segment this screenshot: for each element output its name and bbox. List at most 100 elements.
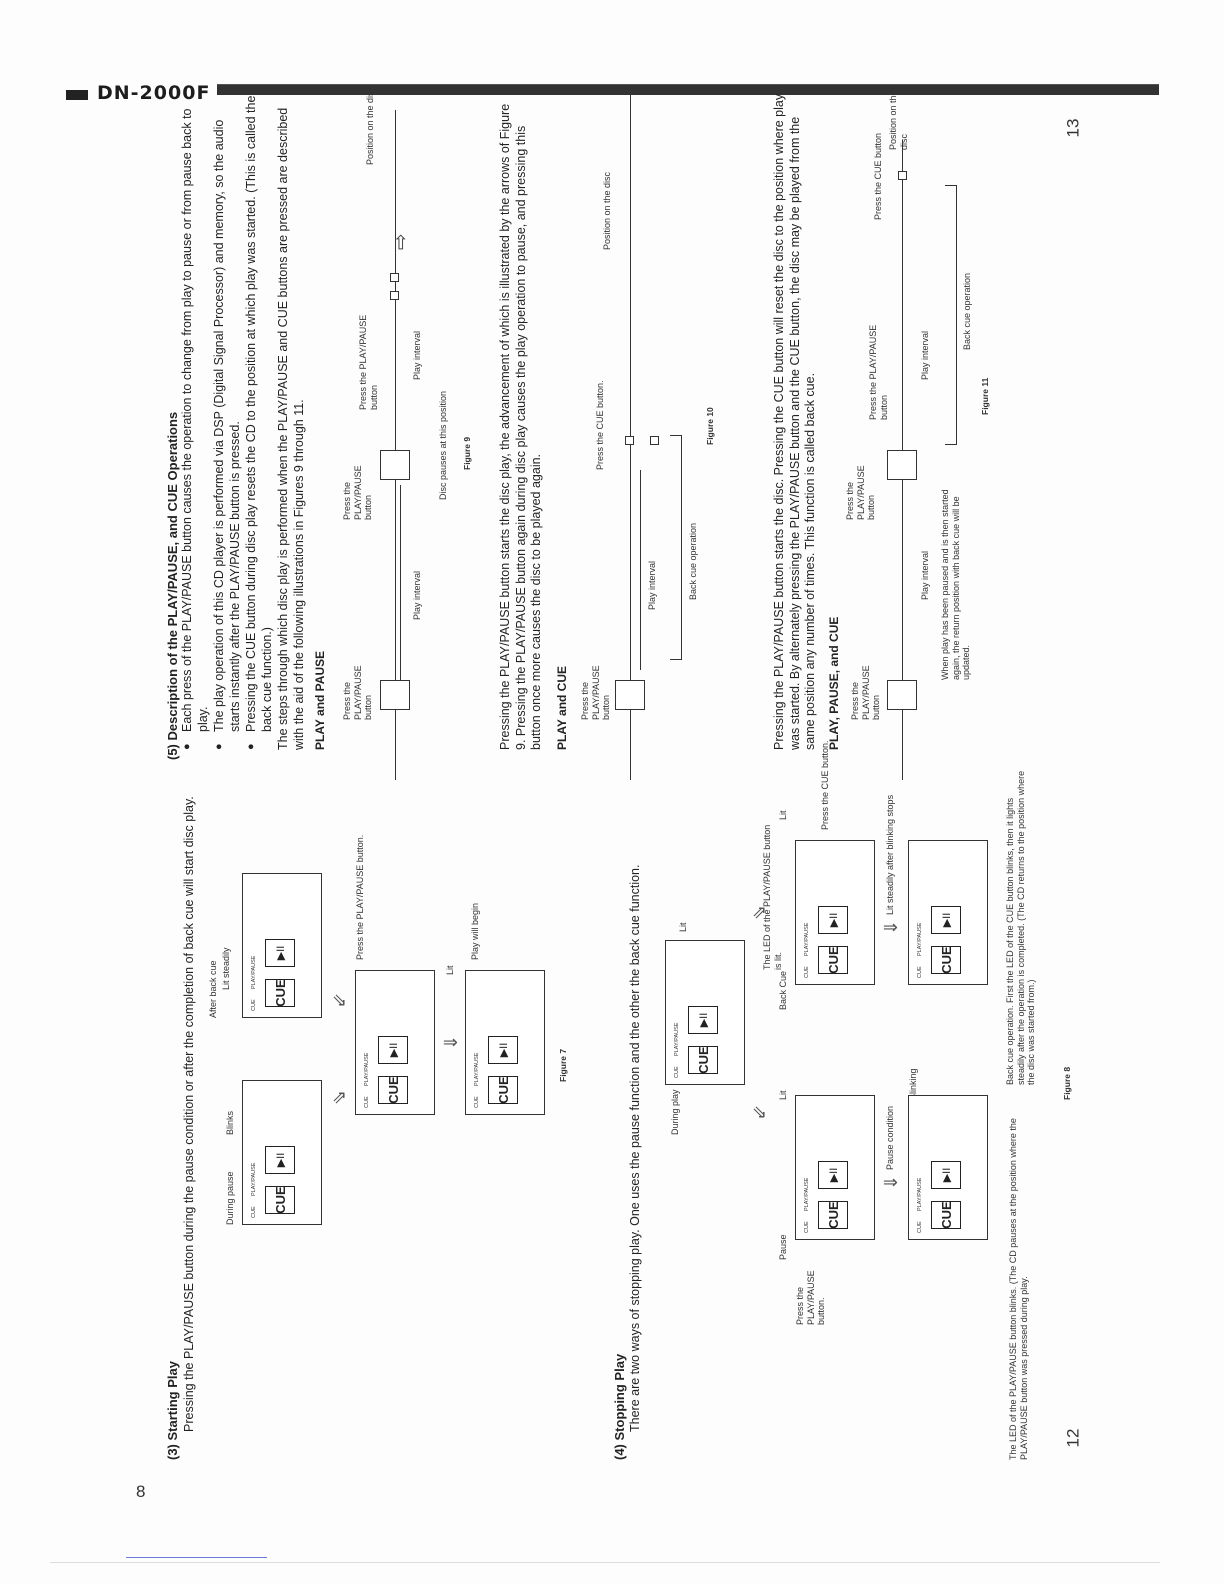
fig8-panel-pause: CUE PLAY/PAUSE CUE ▶II	[795, 1095, 875, 1240]
fig7-during-pause: During pause	[225, 1171, 235, 1225]
fig8-lit-left: Lit	[778, 1090, 788, 1100]
play-pause-button[interactable]: ▶II	[818, 906, 848, 934]
fig9-play-interval-1: Play interval	[412, 570, 422, 620]
play-pause-led-label: PLAY/PAUSE	[674, 1022, 680, 1056]
fig10-cue-marker	[650, 436, 659, 445]
fig8-panel-playing: CUE PLAY/PAUSE CUE ▶II	[665, 940, 745, 1085]
figure-8-caption: Figure 8	[1062, 1066, 1072, 1100]
fig9-play-interval-2: Play interval	[412, 330, 422, 380]
play-pause-led-label: PLAY/PAUSE	[917, 922, 923, 956]
fig11-press-2: Press the PLAY/PAUSE button	[845, 465, 876, 520]
cue-button[interactable]: CUE	[688, 1046, 718, 1074]
bullet-icon: ●	[213, 743, 225, 750]
cue-button[interactable]: CUE	[931, 1201, 961, 1229]
fig8-note-left: The LED of the PLAY/PAUSE button blinks.…	[1008, 1118, 1029, 1460]
section-3-text: Pressing the PLAY/PAUSE button during th…	[182, 796, 196, 1432]
play-pause-button[interactable]: ▶II	[931, 1161, 961, 1189]
fig11-back-cue: Back cue operation	[962, 272, 972, 350]
fig8-back-cue-label: Back Cue	[778, 970, 788, 1010]
play-pause-button[interactable]: ▶II	[265, 1146, 295, 1174]
fig11-heading: PLAY, PAUSE, and CUE	[827, 616, 841, 750]
play-pause-led-label: PLAY/PAUSE	[917, 1177, 923, 1211]
fig7-panel-after-cue: CUE PLAY/PAUSE CUE ▶II	[242, 873, 322, 1018]
fig10-back-cue: Back cue operation	[688, 522, 698, 600]
fig9-explanation: Pressing the PLAY/PAUSE button starts th…	[498, 103, 543, 750]
fig10-interval	[640, 470, 641, 670]
fig10-position: Position on the disc	[602, 171, 612, 250]
cue-button[interactable]: CUE	[931, 946, 961, 974]
fig9-press-3: Press the PLAY/PAUSE button	[358, 314, 379, 410]
fig9-start-box	[380, 680, 410, 710]
footer-link-line	[126, 1557, 267, 1558]
cue-button[interactable]: CUE	[378, 1076, 408, 1104]
cue-led-label: CUE	[804, 966, 810, 978]
fig7-after-back-cue: After back cue	[208, 960, 218, 1018]
fig10-press-pp: Press the PLAY/PAUSE button	[580, 665, 611, 720]
fig8-during-play: During play	[670, 1089, 680, 1135]
fig11-note: When play has been paused and is then st…	[940, 489, 971, 680]
cue-led-label: CUE	[251, 1206, 257, 1218]
play-pause-button[interactable]: ▶II	[488, 1036, 518, 1064]
fig11-cue-marker	[898, 171, 907, 180]
play-pause-led-label: PLAY/PAUSE	[251, 955, 257, 989]
fig8-lit: Lit	[678, 922, 688, 932]
fig9-press-2: Press the PLAY/PAUSE button	[342, 465, 373, 520]
fig9-position: Position on the disc	[365, 86, 375, 165]
cue-button[interactable]: CUE	[265, 979, 295, 1007]
play-pause-button[interactable]: ▶II	[378, 1036, 408, 1064]
figure-9-caption: Figure 9	[462, 436, 472, 470]
fig8-lit-after: Lit steadily after blinking stops	[885, 794, 895, 915]
fig10-timeline	[630, 90, 632, 780]
header-rule	[217, 84, 1159, 95]
header-marker	[66, 90, 88, 100]
play-pause-button[interactable]: ▶II	[931, 906, 961, 934]
cue-button[interactable]: CUE	[818, 1201, 848, 1229]
section-4-text: There are two ways of stopping play. One…	[628, 864, 642, 1432]
arrow-icon: ⇘	[329, 1089, 349, 1105]
fig9-press-1: Press the PLAY/PAUSE button	[342, 665, 373, 720]
fig7-panel-pause: CUE PLAY/PAUSE CUE ▶II	[242, 1080, 322, 1225]
arrow-icon: ⇓	[441, 1034, 461, 1050]
play-pause-button[interactable]: ▶II	[688, 1006, 718, 1034]
cue-button[interactable]: CUE	[488, 1076, 518, 1104]
rotated-content: (3) Starting Play Pressing the PLAY/PAUS…	[150, 80, 1190, 1480]
fig10-back-cue-path	[670, 435, 682, 660]
fig11-back-cue-path	[945, 185, 957, 445]
cue-led-label: CUE	[251, 999, 257, 1011]
play-pause-led-label: PLAY/PAUSE	[251, 1162, 257, 1196]
corner-page-number: 8	[136, 1482, 146, 1501]
section-5-steps: The steps through which disc play is per…	[276, 107, 306, 750]
play-pause-led-label: PLAY/PAUSE	[804, 1177, 810, 1211]
fig8-panel-back-cue: CUE PLAY/PAUSE CUE ▶II	[795, 840, 875, 985]
section-3-title: (3) Starting Play	[165, 1361, 180, 1460]
cue-button[interactable]: CUE	[818, 946, 848, 974]
right-arrow-icon: ⇨	[390, 233, 412, 250]
play-pause-button[interactable]: ▶II	[818, 1161, 848, 1189]
cue-led-label: CUE	[674, 1066, 680, 1078]
cue-led-label: CUE	[804, 1221, 810, 1233]
play-pause-led-label: PLAY/PAUSE	[804, 922, 810, 956]
play-pause-button[interactable]: ▶II	[265, 939, 295, 967]
fig7-panel-play: CUE PLAY/PAUSE CUE ▶II	[465, 970, 545, 1115]
fig11-press-cue: Press the CUE button	[873, 132, 883, 220]
cue-button[interactable]: CUE	[265, 1186, 295, 1214]
play-pause-led-label: PLAY/PAUSE	[364, 1052, 370, 1086]
footer-rule	[50, 1562, 1160, 1563]
cue-led-label: CUE	[364, 1096, 370, 1108]
fig8-lit-right: Lit	[778, 810, 788, 820]
fig10-play-interval: Play interval	[647, 560, 657, 610]
fig10-heading: PLAY and CUE	[555, 665, 569, 750]
cue-led-label: CUE	[917, 1221, 923, 1233]
fig10-start-box	[615, 680, 645, 710]
fig7-panel-press: CUE PLAY/PAUSE CUE ▶II	[355, 970, 435, 1115]
fig8-panel-cue-done: CUE PLAY/PAUSE CUE ▶II	[908, 840, 988, 985]
arrow-icon: ⇓	[881, 1174, 901, 1190]
fig9-pause-marker	[390, 291, 399, 300]
model-title: DN-2000F	[97, 82, 211, 104]
fig9-interval-1	[400, 485, 401, 680]
fig11-start-box	[887, 680, 917, 710]
arrow-icon: ⇘	[749, 904, 769, 920]
fig9-pause-marker	[390, 273, 399, 282]
arrow-icon: ⇙	[329, 992, 349, 1008]
